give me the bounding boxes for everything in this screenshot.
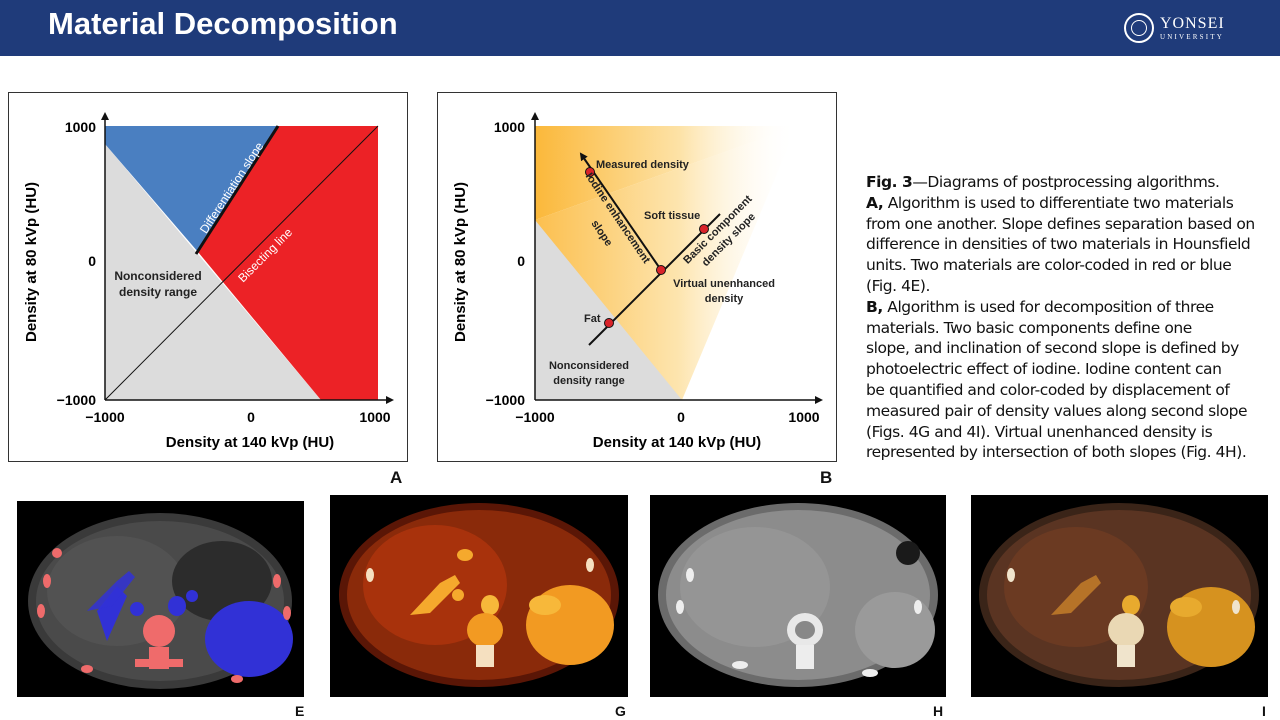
x-tick-mid: 0 bbox=[677, 409, 685, 425]
caption-line: —Diagrams of postprocessing algorithms. bbox=[912, 173, 1220, 191]
logo-name: YONSEI bbox=[1160, 14, 1225, 32]
virtual-unenhanced-point bbox=[656, 265, 666, 275]
header-bar: Material Decomposition YONSEI UNIVERSITY bbox=[0, 0, 1280, 56]
caption-fig-label: Fig. 3 bbox=[866, 173, 913, 191]
scan-h-letter: H bbox=[933, 703, 944, 719]
panel-a-diagram: 1000 0 −1000 −1000 0 1000 Density at 80 … bbox=[23, 112, 394, 451]
nonconsidered-region bbox=[535, 220, 682, 400]
ct-scan-h-image bbox=[658, 503, 938, 687]
virtual-unenhanced-label-1: Virtual unenhanced bbox=[673, 278, 775, 290]
nonconsidered-label-1: Nonconsidered bbox=[114, 269, 201, 283]
caption-line: Algorithm is used for decomposition of t… bbox=[882, 297, 1214, 316]
nonconsidered-label-2: density range bbox=[553, 375, 625, 387]
y-tick-top: 1000 bbox=[65, 119, 96, 135]
ct-scan-h bbox=[650, 495, 946, 697]
y-tick-top: 1000 bbox=[494, 119, 525, 135]
x-tick-mid: 0 bbox=[247, 409, 255, 425]
y-tick-mid: 0 bbox=[88, 253, 96, 269]
university-logo: YONSEI UNIVERSITY bbox=[1124, 10, 1234, 46]
ct-scan-e bbox=[17, 501, 304, 697]
scan-g-letter: G bbox=[615, 703, 626, 719]
caption-line: (Figs. 4G and 4I). Virtual unenhanced de… bbox=[866, 422, 1213, 441]
scan-e-letter: E bbox=[295, 703, 305, 719]
fat-point bbox=[604, 318, 614, 328]
y-tick-bottom: −1000 bbox=[486, 392, 526, 408]
bisecting-line bbox=[104, 125, 379, 401]
x-tick-left: −1000 bbox=[85, 409, 125, 425]
nonconsidered-region bbox=[105, 144, 321, 400]
caption-line: units. Two materials are color-coded in … bbox=[866, 256, 1232, 275]
x-tick-left: −1000 bbox=[515, 409, 555, 425]
y-axis-label: Density at 80 kVp (HU) bbox=[23, 182, 40, 342]
y-tick-bottom: −1000 bbox=[57, 392, 97, 408]
fat-label: Fat bbox=[584, 313, 601, 325]
caption-a-label: A, bbox=[866, 193, 884, 212]
ct-scan-g-image bbox=[339, 503, 619, 687]
x-axis-label: Density at 140 kVp (HU) bbox=[166, 434, 334, 451]
caption-line: be quantified and color-coded by displac… bbox=[866, 380, 1230, 399]
caption-line: Algorithm is used to differentiate two m… bbox=[883, 193, 1234, 212]
panel-b-diagram: 1000 0 −1000 −1000 0 1000 Density at 80 … bbox=[452, 112, 823, 451]
caption-line: photoelectric effect of iodine. Iodine c… bbox=[866, 360, 1222, 379]
x-tick-right: 1000 bbox=[359, 409, 390, 425]
y-tick-mid: 0 bbox=[517, 253, 525, 269]
caption-line: represented by intersection of both slop… bbox=[866, 443, 1247, 462]
caption-b-label: B, bbox=[866, 297, 883, 316]
x-tick-right: 1000 bbox=[788, 409, 819, 425]
virtual-unenhanced-label-2: density bbox=[705, 293, 744, 305]
caption-line: materials. Two basic components define o… bbox=[866, 318, 1192, 337]
nonconsidered-label-2: density range bbox=[119, 285, 197, 299]
slide-title: Material Decomposition bbox=[48, 6, 398, 41]
differentiation-slope-line bbox=[194, 125, 280, 255]
caption-line: measured pair of density values along se… bbox=[866, 401, 1248, 420]
measured-density-point bbox=[585, 167, 595, 177]
soft-tissue-label: Soft tissue bbox=[644, 210, 700, 222]
soft-tissue-point bbox=[699, 224, 709, 234]
panel-b-letter: B bbox=[820, 468, 833, 487]
panel-a-letter: A bbox=[390, 468, 403, 487]
scan-i-letter: I bbox=[1262, 703, 1266, 719]
nonconsidered-label-1: Nonconsidered bbox=[549, 360, 629, 372]
red-region bbox=[198, 126, 378, 400]
caption-line: (Fig. 4E). bbox=[866, 276, 930, 295]
y-axis-label: Density at 80 kVp (HU) bbox=[452, 182, 469, 342]
logo-sub: UNIVERSITY bbox=[1160, 32, 1224, 41]
x-axis-label: Density at 140 kVp (HU) bbox=[593, 434, 761, 451]
figure-caption: Fig. 3—Diagrams of postprocessing algori… bbox=[866, 172, 1271, 463]
ct-scan-g bbox=[330, 495, 628, 697]
caption-line: from one another. Slope defines separati… bbox=[866, 214, 1255, 233]
caption-line: difference in densities of two materials… bbox=[866, 235, 1251, 254]
caption-line: slope, and inclination of second slope i… bbox=[866, 339, 1239, 358]
blue-region bbox=[105, 126, 278, 252]
ct-scan-i bbox=[971, 495, 1268, 697]
ct-scan-e-image bbox=[28, 513, 293, 689]
measured-density-label: Measured density bbox=[596, 159, 690, 171]
ct-scan-i-image bbox=[979, 503, 1259, 687]
seal-icon bbox=[1124, 13, 1154, 43]
